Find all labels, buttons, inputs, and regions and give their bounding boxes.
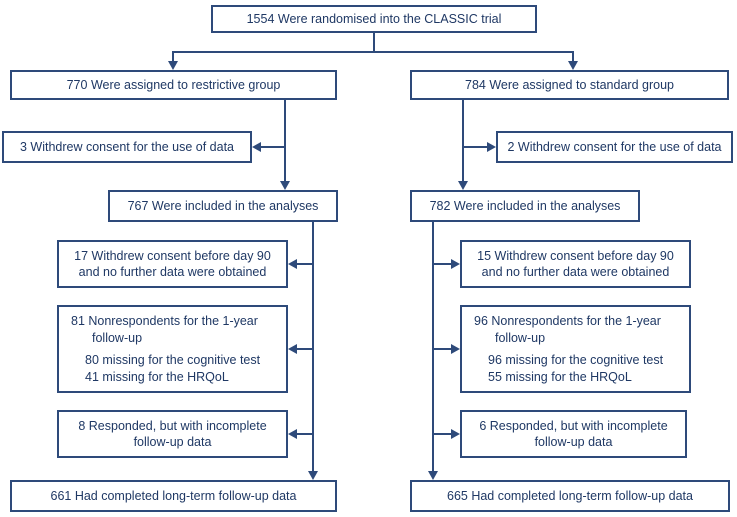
box-restrictive-nonrespondents: 81 Nonrespondents for the 1-year follow-… bbox=[57, 305, 288, 393]
standard-incomplete-line2: follow-up data bbox=[534, 435, 613, 449]
connector-line bbox=[284, 100, 286, 182]
box-standard-nonrespondents: 96 Nonrespondents for the 1-year follow-… bbox=[460, 305, 691, 393]
standard-nonrespondents-line2: follow-up bbox=[495, 330, 546, 345]
box-standard-assigned: 784 Were assigned to standard group bbox=[410, 70, 729, 100]
connector-line bbox=[433, 433, 451, 435]
arrowhead-left-icon bbox=[288, 429, 297, 439]
restrictive-assigned-label: 770 Were assigned to restrictive group bbox=[66, 77, 281, 92]
arrowhead-right-icon bbox=[487, 142, 496, 152]
restrictive-completed-label: 661 Had completed long-term follow-up da… bbox=[50, 488, 297, 503]
connector-line bbox=[572, 51, 574, 62]
arrowhead-down-icon bbox=[568, 61, 578, 70]
connector-line bbox=[297, 433, 314, 435]
arrowhead-left-icon bbox=[288, 344, 297, 354]
arrowhead-down-icon bbox=[280, 181, 290, 190]
box-randomised: 1554 Were randomised into the CLASSIC tr… bbox=[211, 5, 537, 33]
standard-withdrew-day90-line1: 15 Withdrew consent before day 90 bbox=[477, 248, 674, 263]
standard-incomplete-line1: 6 Responded, but with incomplete bbox=[479, 418, 668, 433]
restrictive-withdrew-consent-label: 3 Withdrew consent for the use of data bbox=[19, 139, 234, 154]
standard-missing-cognitive: 96 missing for the cognitive test bbox=[488, 353, 664, 367]
connector-line bbox=[463, 146, 487, 148]
box-restrictive-completed: 661 Had completed long-term follow-up da… bbox=[10, 480, 337, 512]
standard-assigned-label: 784 Were assigned to standard group bbox=[465, 77, 674, 92]
box-standard-withdrew-day90: 15 Withdrew consent before day 90 and no… bbox=[460, 240, 691, 288]
box-standard-completed: 665 Had completed long-term follow-up da… bbox=[410, 480, 730, 512]
connector-line bbox=[433, 348, 451, 350]
standard-nonrespondents-line1: 96 Nonrespondents for the 1-year bbox=[474, 314, 661, 328]
connector-line bbox=[312, 222, 314, 472]
arrowhead-left-icon bbox=[252, 142, 261, 152]
arrowhead-down-icon bbox=[458, 181, 468, 190]
arrowhead-down-icon bbox=[168, 61, 178, 70]
restrictive-withdrew-day90-line2: and no further data were obtained bbox=[78, 265, 267, 279]
restrictive-incomplete-line2: follow-up data bbox=[133, 435, 212, 449]
arrowhead-right-icon bbox=[451, 344, 460, 354]
connector-line bbox=[297, 263, 314, 265]
arrowhead-right-icon bbox=[451, 429, 460, 439]
standard-missing-hrqol: 55 missing for the HRQoL bbox=[488, 369, 632, 384]
restrictive-nonrespondents-line2: follow-up bbox=[92, 330, 143, 345]
standard-withdrew-day90-line2: and no further data were obtained bbox=[481, 265, 670, 279]
box-restrictive-assigned: 770 Were assigned to restrictive group bbox=[10, 70, 337, 100]
restrictive-included-label: 767 Were included in the analyses bbox=[127, 198, 319, 213]
box-standard-included: 782 Were included in the analyses bbox=[410, 190, 640, 222]
restrictive-withdrew-day90-line1: 17 Withdrew consent before day 90 bbox=[74, 248, 271, 263]
connector-line bbox=[373, 33, 375, 52]
box-restrictive-included: 767 Were included in the analyses bbox=[108, 190, 338, 222]
connector-line bbox=[462, 100, 464, 182]
arrowhead-down-icon bbox=[428, 471, 438, 480]
box-standard-incomplete: 6 Responded, but with incomplete follow-… bbox=[460, 410, 687, 458]
standard-completed-label: 665 Had completed long-term follow-up da… bbox=[447, 488, 693, 503]
box-restrictive-incomplete: 8 Responded, but with incomplete follow-… bbox=[57, 410, 288, 458]
connector-line bbox=[432, 222, 434, 472]
connector-line bbox=[261, 146, 285, 148]
arrowhead-left-icon bbox=[288, 259, 297, 269]
restrictive-missing-cognitive: 80 missing for the cognitive test bbox=[85, 353, 261, 367]
arrowhead-down-icon bbox=[308, 471, 318, 480]
connector-line bbox=[433, 263, 451, 265]
restrictive-nonrespondents-line1: 81 Nonrespondents for the 1-year bbox=[71, 314, 258, 328]
connector-line bbox=[172, 51, 174, 62]
standard-withdrew-consent-label: 2 Withdrew consent for the use of data bbox=[507, 139, 722, 154]
standard-included-label: 782 Were included in the analyses bbox=[429, 198, 621, 213]
arrowhead-right-icon bbox=[451, 259, 460, 269]
restrictive-missing-hrqol: 41 missing for the HRQoL bbox=[85, 369, 229, 384]
connector-line bbox=[297, 348, 314, 350]
box-standard-withdrew-consent: 2 Withdrew consent for the use of data bbox=[496, 131, 733, 163]
restrictive-incomplete-line1: 8 Responded, but with incomplete bbox=[78, 418, 267, 433]
randomised-label: 1554 Were randomised into the CLASSIC tr… bbox=[246, 11, 502, 26]
box-restrictive-withdrew-day90: 17 Withdrew consent before day 90 and no… bbox=[57, 240, 288, 288]
box-restrictive-withdrew-consent: 3 Withdrew consent for the use of data bbox=[2, 131, 252, 163]
connector-line bbox=[172, 51, 574, 53]
